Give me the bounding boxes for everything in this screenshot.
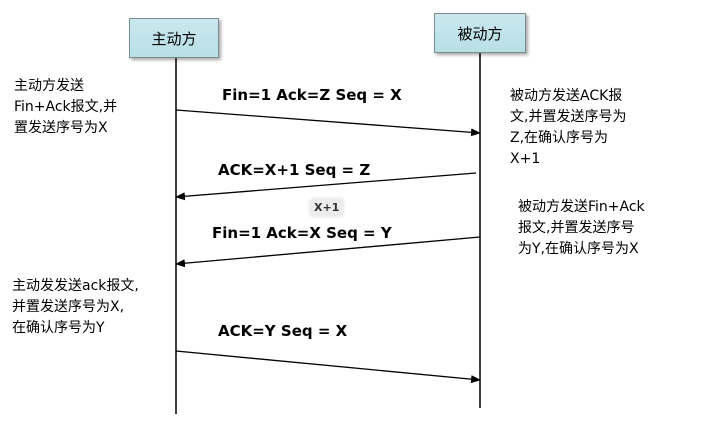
message-label-2: ACK=X+1 Seq = Z (218, 161, 371, 179)
message-arrow-3 (175, 236, 481, 268)
passive-note-2: 被动方发送Fin+Ack 报文,并置发送序号 为Y,在确认序号为X (518, 199, 645, 257)
passive-note-1: 被动方发送ACK报 文,并置发送序号为 Z,在确认序号为 X+1 (510, 88, 627, 167)
passive-party-label: 被动方 (457, 24, 503, 43)
message-arrow-2 (175, 172, 477, 201)
message-label-3: Fin=1 Ack=X Seq = Y (212, 224, 392, 242)
message-label-4: ACK=Y Seq = X (218, 322, 348, 340)
message-arrow-4 (175, 350, 481, 384)
message-arrow-1 (175, 109, 481, 137)
passive-party-box: 被动方 (434, 13, 526, 53)
message-label-1: Fin=1 Ack=Z Seq = X (222, 86, 402, 104)
active-note-2: 主动发发送ack报文, 并置发送序号为X, 在确认序号为Y (12, 278, 139, 336)
active-party-box: 主动方 (129, 18, 219, 58)
floating-tag: X+1 (311, 200, 343, 215)
active-party-label: 主动方 (151, 29, 197, 48)
active-note-1: 主动方发送 Fin+Ack报文,并 置发送序号为X (14, 78, 118, 136)
